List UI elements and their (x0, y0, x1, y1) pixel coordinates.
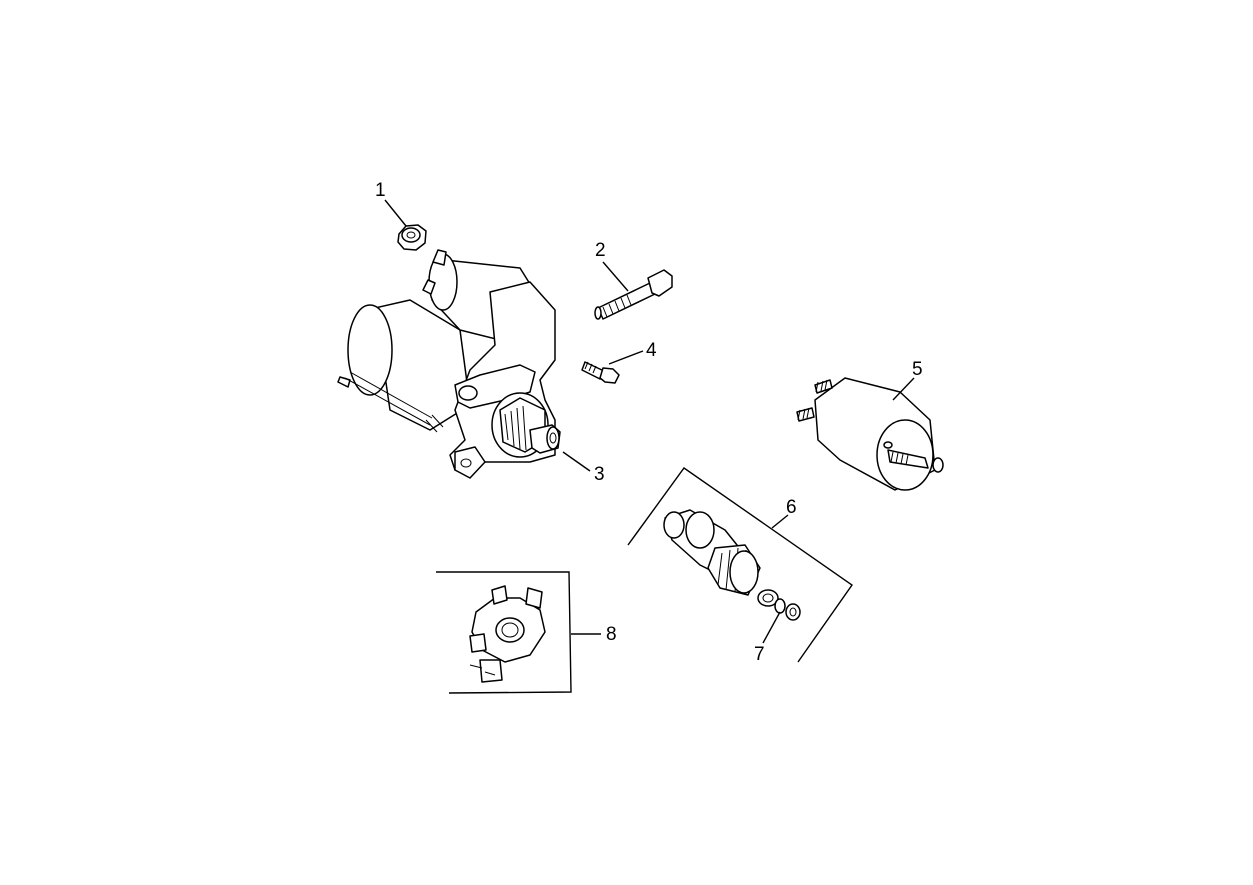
callout-2: 2 (595, 240, 606, 261)
retaining-ring-icon (774, 598, 801, 621)
callout-8: 8 (606, 624, 617, 645)
flange-nut-icon (397, 224, 427, 251)
callout-3: 3 (594, 464, 605, 485)
short-bolt-icon (581, 361, 620, 384)
leader-line-2 (602, 261, 629, 292)
long-bolt-icon (594, 269, 673, 320)
leader-line-6 (771, 514, 789, 529)
callout-labels: 1 2 3 4 5 6 7 8 (375, 180, 923, 665)
leader-line-4 (608, 350, 644, 365)
drive-pinion-kit-icon (627, 467, 853, 663)
leader-line-5 (892, 377, 915, 401)
callout-4: 4 (646, 340, 657, 361)
starter-motor-icon (337, 249, 561, 479)
callout-6: 6 (786, 497, 797, 518)
callout-1: 1 (375, 180, 386, 201)
leader-line-7 (762, 611, 781, 644)
brush-holder-icon (436, 571, 572, 694)
leader-line-1 (384, 199, 407, 227)
callout-7: 7 (754, 644, 765, 665)
leader-line-3 (562, 451, 591, 472)
leader-lines (384, 199, 915, 644)
solenoid-icon (796, 377, 944, 491)
callout-5: 5 (912, 359, 923, 380)
